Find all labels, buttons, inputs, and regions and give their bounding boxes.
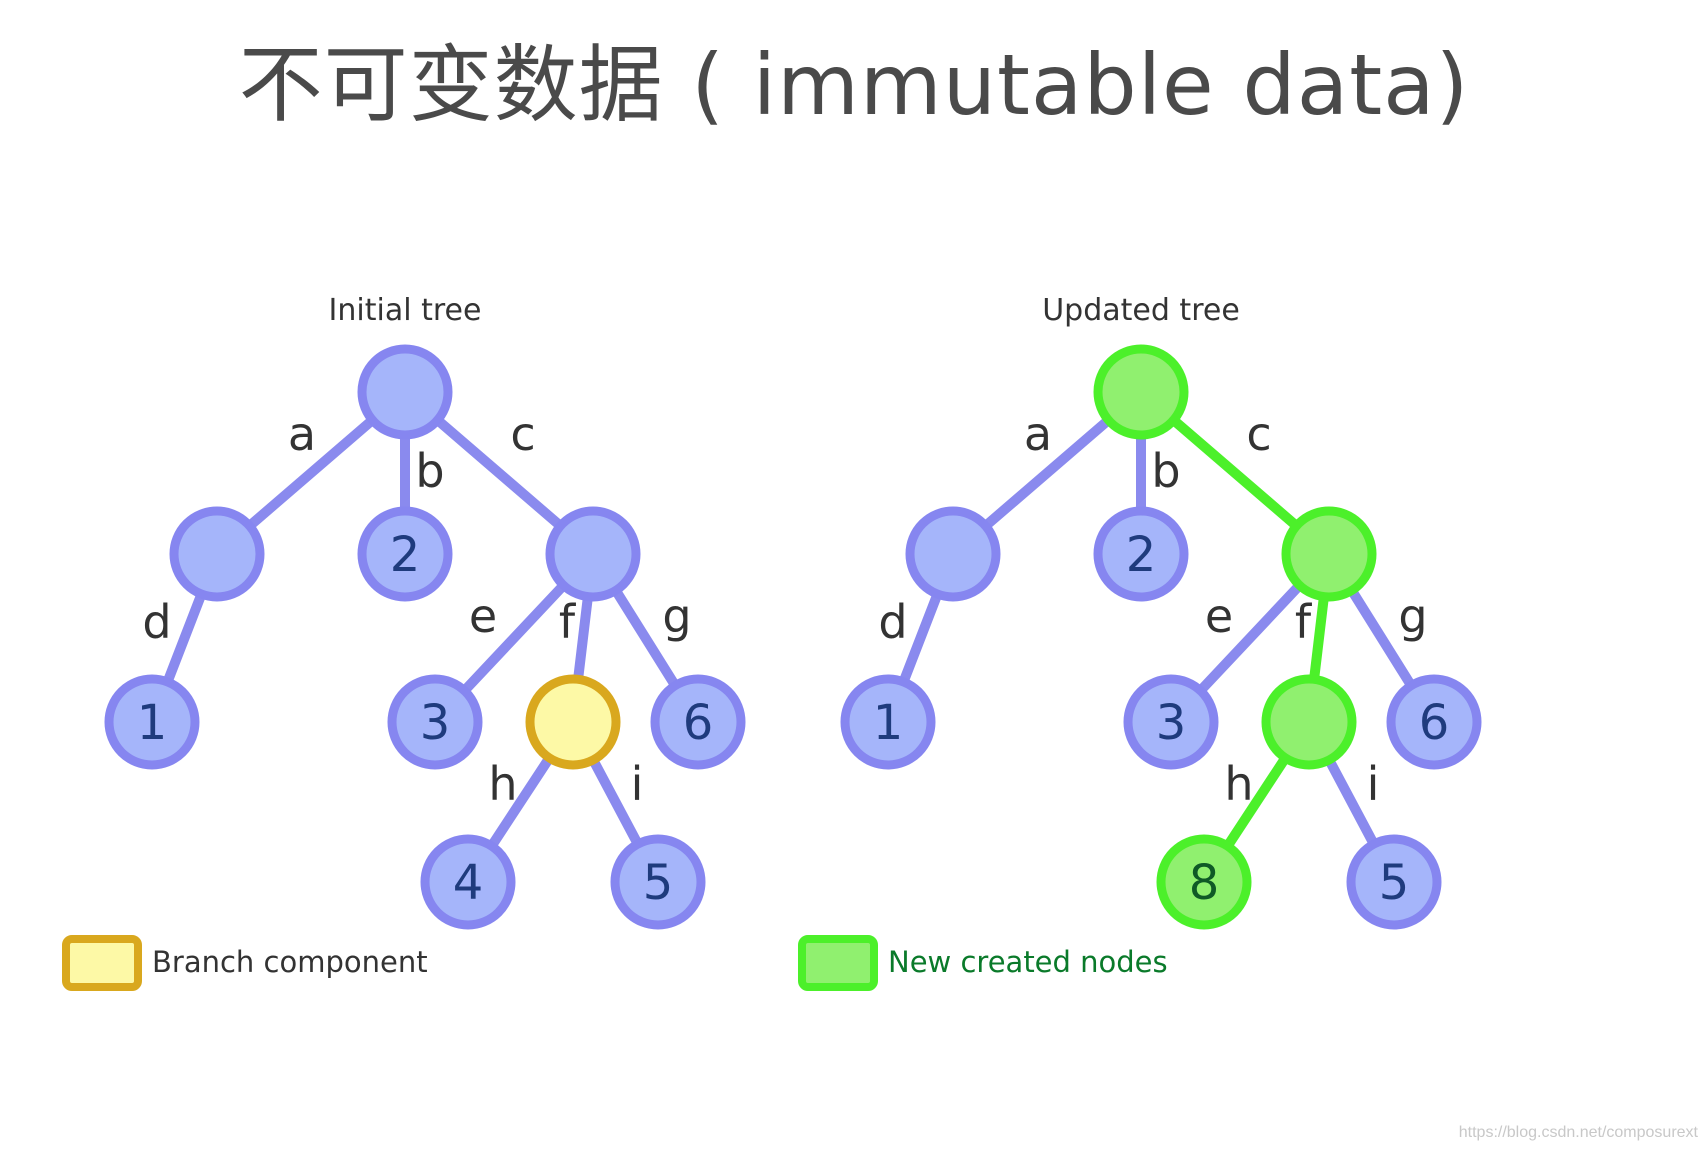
edge-label-e: e xyxy=(469,589,497,643)
legend-swatch-branch xyxy=(62,935,142,991)
node-number-2: 2 xyxy=(390,527,421,583)
edge-label-f: f xyxy=(1295,595,1313,649)
legend-new: New created nodes xyxy=(798,935,1168,991)
legend-swatch-new xyxy=(798,935,878,991)
tree-initial: Initial tree a b c d e f g h i 2 1 3 6 4 5 xyxy=(104,293,746,930)
node-number-2: 2 xyxy=(1126,527,1157,583)
watermark: https://blog.csdn.net/composurext xyxy=(1458,1124,1698,1141)
edge-label-d: d xyxy=(878,595,907,649)
node-number-1: 1 xyxy=(873,695,904,751)
node-n_b-2 xyxy=(357,506,453,602)
node-n_i-5 xyxy=(1346,834,1442,930)
edge-label-c: c xyxy=(510,407,535,461)
node-n_g-6 xyxy=(650,674,746,770)
edge-label-a: a xyxy=(1024,407,1052,461)
node-number-3: 3 xyxy=(1156,695,1187,751)
edge-label-i: i xyxy=(631,757,644,811)
node-n_a xyxy=(905,506,1001,602)
node-n_e-3 xyxy=(387,674,483,770)
edge-label-c: c xyxy=(1246,407,1271,461)
node-n_c xyxy=(1281,506,1377,602)
node-n_h-8 xyxy=(1156,834,1252,930)
node-n_b-2 xyxy=(1093,506,1189,602)
node-n_c xyxy=(545,506,641,602)
node-number-6: 6 xyxy=(683,695,714,751)
node-root xyxy=(357,344,453,440)
legend-label-new: New created nodes xyxy=(888,945,1168,979)
edge-label-g: g xyxy=(662,589,691,643)
node-number-6: 6 xyxy=(1419,695,1450,751)
node-n_f xyxy=(1261,674,1357,770)
tree-updated: Updated tree a b c d e f g h i 2 1 3 6 8 5 xyxy=(840,293,1482,930)
edge-label-h: h xyxy=(488,757,517,811)
edge-label-b: b xyxy=(415,444,444,498)
node-number-8: 8 xyxy=(1189,855,1220,911)
node-number-5: 5 xyxy=(1379,855,1410,911)
page-title: 不可变数据 ( immutable data) xyxy=(238,36,1470,134)
node-number-5: 5 xyxy=(643,855,674,911)
node-number-4: 4 xyxy=(453,855,484,911)
node-n_i-5 xyxy=(610,834,706,930)
node-n_d-1 xyxy=(104,674,200,770)
edge-label-b: b xyxy=(1151,444,1180,498)
edge-label-d: d xyxy=(142,595,171,649)
node-n_a xyxy=(169,506,265,602)
node-n_e-3 xyxy=(1123,674,1219,770)
node-n_h-4 xyxy=(420,834,516,930)
legend-branch: Branch component xyxy=(62,935,428,991)
edge-label-i: i xyxy=(1367,757,1380,811)
edge-label-e: e xyxy=(1205,589,1233,643)
node-root xyxy=(1093,344,1189,440)
node-number-1: 1 xyxy=(137,695,168,751)
edge-label-f: f xyxy=(559,595,577,649)
node-n_f xyxy=(525,674,621,770)
node-n_g-6 xyxy=(1386,674,1482,770)
tree-title-initial: Initial tree xyxy=(329,293,482,328)
node-n_d-1 xyxy=(840,674,936,770)
edge-label-a: a xyxy=(288,407,316,461)
legend-label-branch: Branch component xyxy=(152,945,428,979)
edge-label-g: g xyxy=(1398,589,1427,643)
node-number-3: 3 xyxy=(420,695,451,751)
tree-title-updated: Updated tree xyxy=(1042,293,1240,328)
edge-label-h: h xyxy=(1224,757,1253,811)
